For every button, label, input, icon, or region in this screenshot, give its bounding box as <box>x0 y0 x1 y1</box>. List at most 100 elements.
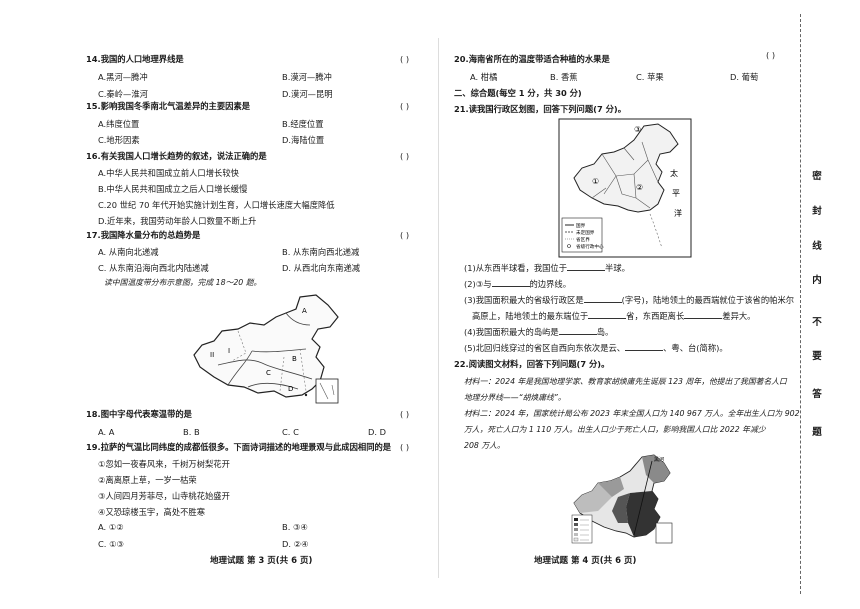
q19-poem-4: ④又恐琼楼玉宇，高处不胜寒 <box>98 507 206 517</box>
administrative-division-map: ③ ① ② 太 平 洋 国界 未定国界 省区界 省级行政中心 <box>558 118 692 258</box>
q17-option-d[interactable]: D. 从西北向东南递减 <box>282 263 361 273</box>
q16-option-d[interactable]: D.近年来，我国劳动年龄人口数量不断上升 <box>98 216 257 226</box>
q16-answer-paren[interactable]: ( ) <box>400 151 410 161</box>
map-label-yang: 洋 <box>674 208 682 218</box>
q14-option-a[interactable]: A.黑河—腾冲 <box>98 72 148 82</box>
q20-option-d[interactable]: D. 葡萄 <box>730 72 759 82</box>
map-label-tai: 太 <box>670 168 678 178</box>
q15-option-d[interactable]: D.海陆位置 <box>282 135 325 145</box>
section-title: 二、综合题(每空 1 分，共 30 分) <box>454 88 582 98</box>
material-1-line-2: 地理分界线——“胡焕庸线”。 <box>464 393 566 402</box>
map-label-D: D <box>288 385 293 393</box>
map-label-ping: 平 <box>672 189 680 198</box>
q21-sub-5: (5)北回归线穿过的省区自西向东依次是云、、粤、台(简称)。 <box>464 342 728 353</box>
map-legend <box>561 217 603 253</box>
q14-option-d[interactable]: D.漠河—昆明 <box>282 89 333 99</box>
q14-option-b[interactable]: B.漠河—腾冲 <box>282 72 332 82</box>
right-page: 20.海南省所在的温度带适合种植的水果是 ( ) A. 柑橘 B. 香蕉 C. … <box>440 0 805 609</box>
map-label-heihe: 黑河 <box>654 456 664 463</box>
population-density-map: 黑河 <box>571 454 673 544</box>
q21-blank-5[interactable] <box>684 310 723 319</box>
page-divider <box>438 38 439 578</box>
q16-stem: 16.有关我国人口增长趋势的叙述，说法正确的是 <box>86 151 267 161</box>
q22-stem: 22.阅读图文材料，回答下列问题(7 分)。 <box>454 359 610 369</box>
left-page: 14.我国的人口地理界线是 ( ) A.黑河—腾冲 B.漠河—腾冲 C.秦岭—淮… <box>86 54 410 566</box>
q17-option-c[interactable]: C. 从东南沿海向西北内陆递减 <box>98 263 209 273</box>
q21-sub-3-cont: 高原上，陆地领土的最东端位于省，东西距离长差异大。 <box>472 310 756 321</box>
q21-stem: 21.读我国行政区划图，回答下列问题(7 分)。 <box>454 104 626 114</box>
q20-option-c[interactable]: C. 苹果 <box>636 72 664 82</box>
legend-province-border: 省区界 <box>576 236 590 243</box>
q20-option-a[interactable]: A. 柑橘 <box>470 72 498 82</box>
q21-sub-2: (2)③与的边界线。 <box>464 278 571 289</box>
material-2-line-2: 万人，死亡人口为 1 110 万人。出生人口少于死亡人口，影响我国人口比 202… <box>464 425 766 434</box>
q19-option-a[interactable]: A. ①② <box>98 522 124 532</box>
seal-word-4: 内 <box>812 275 822 286</box>
map-label-II: II <box>210 351 214 359</box>
q21-blank-3[interactable] <box>583 294 622 303</box>
q17-answer-paren[interactable]: ( ) <box>400 230 410 240</box>
q19-option-b[interactable]: B. ③④ <box>282 522 308 532</box>
seal-word-8: 题 <box>812 427 822 438</box>
q15-answer-paren[interactable]: ( ) <box>400 101 410 111</box>
q21-sub-4: (4)我国面积最大的岛屿是岛。 <box>464 326 614 337</box>
q21-blank-6[interactable] <box>558 326 597 335</box>
q14-answer-paren[interactable]: ( ) <box>400 54 410 64</box>
seal-word-7: 答 <box>812 389 822 400</box>
legend-province-capital: 省级行政中心 <box>576 243 604 250</box>
q19-answer-paren[interactable]: ( ) <box>400 442 410 452</box>
q20-answer-paren[interactable]: ( ) <box>766 50 776 60</box>
q19-option-d[interactable]: D. ②④ <box>282 539 309 549</box>
q18-answer-paren[interactable]: ( ) <box>400 409 410 419</box>
nanhai-inset <box>655 522 673 544</box>
q19-stem: 19.拉萨的气温比同纬度的成都低很多。下面诗词描述的地理景观与此成因相同的是 <box>86 442 392 452</box>
q17-option-b[interactable]: B. 从东南向西北递减 <box>282 247 360 257</box>
page-3-footer: 地理试题 第 3 页(共 6 页) <box>210 556 313 566</box>
q19-option-c[interactable]: C. ①③ <box>98 539 124 549</box>
map-label-circle-2: ② <box>636 183 643 192</box>
material-2-line-3: 208 万人。 <box>464 441 505 450</box>
q18-option-d[interactable]: D. D <box>368 427 387 437</box>
q21-blank-2[interactable] <box>491 278 530 287</box>
q18-option-c[interactable]: C. C <box>282 427 299 437</box>
q15-option-c[interactable]: C.地形因素 <box>98 135 140 145</box>
q18-option-b[interactable]: B. B <box>183 427 200 437</box>
q21-sub-3: (3)我国面积最大的省级行政区是(字号)，陆地领土的最西端就位于该省的帕米尔 <box>464 294 795 305</box>
material-1-line-1: 材料一：2024 年是我国地理学家、教育家胡焕庸先生诞辰 123 周年，他提出了… <box>464 377 787 386</box>
q16-option-b[interactable]: B.中华人民共和国成立之后人口增长缓慢 <box>98 184 248 194</box>
q19-poem-3: ③人间四月芳菲尽，山寺桃花始盛开 <box>98 491 230 501</box>
map-label-A: A <box>302 307 307 315</box>
q20-stem: 20.海南省所在的温度带适合种植的水果是 <box>454 54 610 64</box>
legend-undetermined-border: 未定国界 <box>576 229 595 236</box>
q21-blank-1[interactable] <box>567 262 606 271</box>
q21-blank-4[interactable] <box>588 310 627 319</box>
q21-blank-7[interactable] <box>625 342 664 351</box>
q16-option-a[interactable]: A.中华人民共和国成立前人口增长较快 <box>98 168 239 178</box>
map-label-circle-1: ① <box>592 177 599 186</box>
q21-sub-1: (1)从东西半球看，我国位于半球。 <box>464 262 630 273</box>
seal-line <box>800 14 802 594</box>
seal-word-2: 封 <box>812 206 822 217</box>
page-4-footer: 地理试题 第 4 页(共 6 页) <box>534 556 637 566</box>
material-2-line-1: 材料二：2024 年，国家统计局公布 2023 年末全国人口为 140 967 … <box>464 409 800 418</box>
q14-option-c[interactable]: C.秦岭—淮河 <box>98 89 148 99</box>
q15-option-a[interactable]: A.纬度位置 <box>98 119 140 129</box>
seal-word-5: 不 <box>812 317 822 328</box>
map-label-C: C <box>266 369 271 377</box>
q17-option-a[interactable]: A. 从南向北递减 <box>98 247 159 257</box>
map-label-I: I <box>228 347 230 355</box>
map-label-B: B <box>292 355 297 363</box>
q20-option-b[interactable]: B. 香蕉 <box>550 72 578 82</box>
q17-stem: 17.我国降水量分布的总趋势是 <box>86 230 201 240</box>
temperature-zone-map: I II A B C D <box>193 294 339 404</box>
seal-word-6: 要 <box>812 351 822 362</box>
map-label-circle-3: ③ <box>634 125 641 134</box>
seal-word-1: 密 <box>812 171 822 182</box>
q18-stem: 18.图中字母代表寒温带的是 <box>86 409 192 419</box>
q15-stem: 15.影响我国冬季南北气温差异的主要因素是 <box>86 101 251 111</box>
q18-option-a[interactable]: A. A <box>98 427 115 437</box>
q16-option-c[interactable]: C.20 世纪 70 年代开始实施计划生育，人口增长速度大幅度降低 <box>98 200 335 210</box>
q15-option-b[interactable]: B.经度位置 <box>282 119 324 129</box>
seal-word-3: 线 <box>812 241 822 252</box>
q19-poem-1: ①忽如一夜春风来，千树万树梨花开 <box>98 459 230 469</box>
